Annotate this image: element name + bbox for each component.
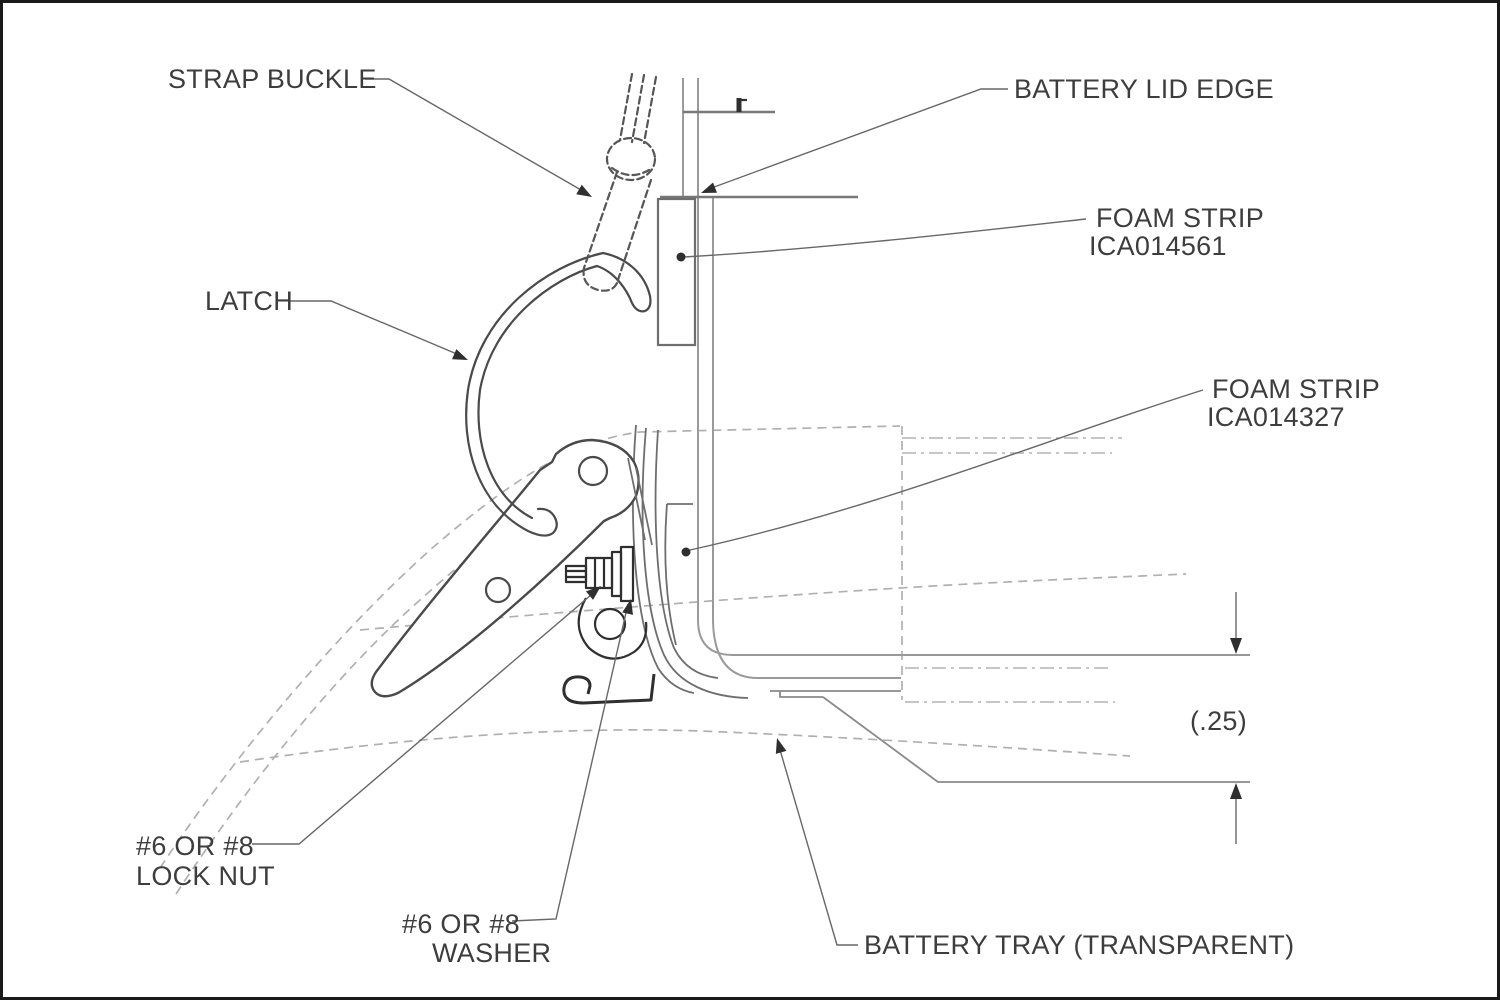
washer-label: WASHER	[432, 938, 551, 968]
foam-strip-lower-drawing	[664, 503, 693, 646]
strap-buckle-drawing	[582, 72, 658, 292]
washer-leader	[511, 603, 629, 922]
latch-plate-hole-top	[577, 455, 609, 487]
lid-outer-line	[712, 197, 901, 679]
strap-buckle-leader	[365, 78, 589, 195]
bolt-shaft	[564, 564, 588, 584]
strap-tail-line-3	[642, 75, 658, 145]
latch-flange-line-2	[635, 467, 653, 546]
tray-bottom-curve	[239, 729, 1131, 763]
battery-tray-leader	[777, 742, 858, 946]
buckle-ring	[605, 136, 657, 182]
foam-strip-lower-part-number: ICA014327	[1207, 402, 1345, 432]
battery-lid-edge-arrowhead	[701, 182, 717, 193]
latch-plate-drawing	[370, 438, 653, 698]
dimension-extension-bottom	[822, 696, 1250, 783]
strap-buckle-arrowhead	[576, 184, 592, 197]
lock-nut-label: LOCK NUT	[136, 861, 275, 891]
battery-lid-edge-leader	[705, 88, 1008, 191]
foam-strip-lower-leader-dot	[681, 547, 691, 557]
foam-strip-lower-label: FOAM STRIP	[1212, 374, 1380, 404]
foam-strip-lower-left-edge	[664, 503, 677, 646]
battery-tray-arrowhead	[775, 738, 787, 754]
latch-label: LATCH	[205, 286, 293, 316]
lid-flange-step	[779, 691, 823, 698]
bolt-hardware-drawing	[562, 545, 656, 705]
strap-tail-line-2	[630, 73, 646, 144]
dimension-lines	[733, 592, 1250, 844]
washer-plate-inner	[610, 550, 623, 598]
lock-nut-arrowhead	[585, 586, 601, 600]
battery-lid-edge-label: BATTERY LID EDGE	[1014, 74, 1274, 104]
keeper-j-hook	[562, 673, 656, 705]
hook-inner-curve	[477, 264, 599, 520]
dimension-value-label: (.25)	[1190, 706, 1247, 736]
foam-strip-top-leader	[683, 218, 1087, 258]
foam-strip-top-drawing	[656, 197, 697, 347]
foam-strip-top-part-number: ICA014561	[1089, 231, 1227, 261]
washer-size-label: #6 OR #8	[402, 909, 520, 939]
buckle-bar	[610, 166, 651, 177]
lid-lower-inner-curve	[654, 429, 719, 679]
foam-strip-top-rect	[656, 197, 697, 347]
callout-leaders	[252, 78, 1204, 946]
latch-arrowhead	[452, 349, 468, 360]
hook-top-loop	[595, 251, 652, 313]
battery-lid-drawing	[660, 78, 905, 698]
latch-pivot-cam	[577, 597, 648, 660]
hook-outer-curve	[465, 251, 605, 537]
dimension-arrowhead-down	[1230, 638, 1242, 654]
lid-inner-line	[697, 78, 905, 656]
battery-tray-drawing	[159, 425, 1187, 895]
strap-buckle-label: STRAP BUCKLE	[168, 64, 377, 94]
foam-strip-lower-leader	[689, 389, 1204, 551]
foam-strip-top-leader-dot	[676, 252, 686, 262]
latch-plate-hole-mid	[484, 576, 512, 604]
latch-leader	[290, 300, 465, 358]
washer-plate-outer	[619, 545, 635, 603]
battery-tray-label: BATTERY TRAY (TRANSPARENT)	[864, 930, 1294, 960]
callout-labels: STRAP BUCKLE LATCH BATTERY LID EDGE FOAM…	[136, 64, 1380, 968]
foam-strip-top-label: FOAM STRIP	[1096, 203, 1264, 233]
tray-mid-wavy-line	[359, 573, 1187, 631]
latch-hook-drawing	[465, 251, 652, 537]
latch-pivot-circle	[593, 607, 627, 641]
strap-band-left-edge	[582, 170, 619, 270]
latch-plate-body	[370, 438, 640, 698]
strap-band-end-cap	[582, 266, 619, 292]
dimension-arrowhead-up	[1230, 783, 1242, 799]
bolt-threads	[566, 569, 586, 579]
nut-hex-facets	[593, 558, 606, 588]
strap-tail-line-1	[618, 72, 634, 142]
strap-band-right-edge	[615, 178, 653, 285]
nut-hex-body	[584, 556, 614, 590]
lock-nut-leader	[252, 588, 599, 845]
lock-nut-size-label: #6 OR #8	[136, 831, 254, 861]
lower-wall-and-foam-drawing	[632, 424, 749, 699]
washer-arrowhead	[622, 599, 633, 615]
latch-flange-line-1	[627, 457, 646, 541]
